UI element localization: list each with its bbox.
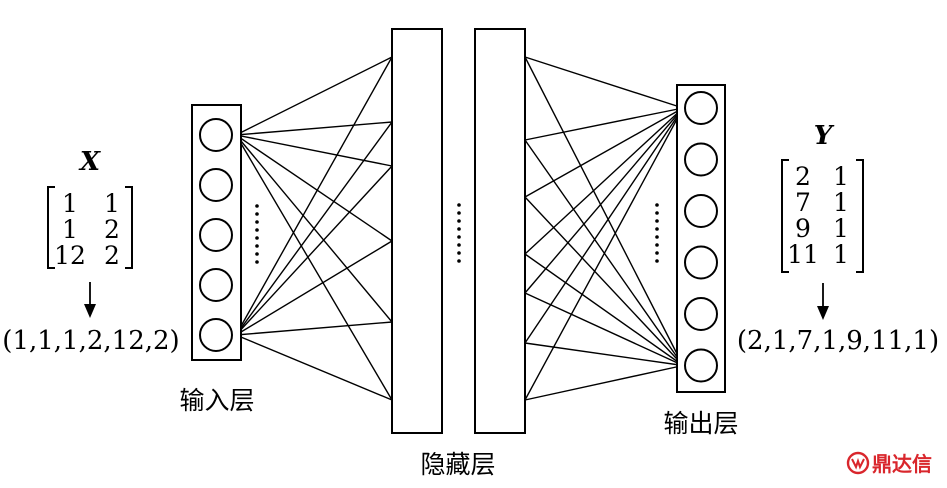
connection-line (235, 134, 393, 242)
output-flattened-vector: (2,1,7,1,9,11,1) (737, 326, 939, 356)
connection-line (524, 107, 684, 255)
input-layer-label: 输入层 (179, 386, 254, 415)
output-matrix-cell: 11 (787, 240, 819, 269)
output-variable-label: Y (814, 121, 835, 151)
connection-line (524, 107, 684, 294)
connection-line (524, 342, 684, 367)
hidden-layer-ellipsis (457, 203, 461, 263)
connection-line (524, 107, 684, 344)
output-matrix-left-bracket (781, 159, 789, 273)
connection-line (524, 253, 684, 367)
input-matrix-cell: 12 (54, 241, 86, 270)
input-matrix-right-bracket (125, 186, 133, 269)
connection-line (235, 56, 393, 136)
output-node (684, 91, 718, 125)
output-nodes (684, 91, 718, 383)
output-node (684, 142, 718, 177)
output-layer-box (676, 84, 726, 393)
connection-line (524, 56, 684, 366)
watermark-text: 鼎达信 (872, 452, 932, 476)
watermark-logo-icon (846, 451, 870, 475)
connection-line (524, 107, 684, 198)
hidden-layer-label: 隐藏层 (420, 450, 495, 479)
output-layer-label: 输出层 (663, 409, 738, 438)
watermark-logo: 鼎达信 (846, 451, 932, 476)
output-node (684, 245, 718, 280)
input-matrix-cell: 2 (104, 215, 120, 244)
input-matrix-left-bracket (47, 186, 55, 269)
connection-line (524, 364, 684, 401)
input-matrix-cell: 1 (104, 189, 120, 218)
connection-line (235, 165, 393, 336)
connection-line (235, 240, 393, 336)
input-nodes (199, 118, 233, 352)
input-node (199, 168, 233, 202)
connection-line (235, 134, 393, 167)
output-matrix-cell: 1 (833, 214, 849, 243)
connection-line (524, 196, 684, 366)
input-node (199, 318, 233, 352)
input-matrix-cell: 2 (104, 241, 120, 270)
connection-line (235, 121, 393, 336)
connection-line (235, 121, 393, 136)
connection-line (235, 56, 393, 336)
hidden-layer-box-left (391, 28, 443, 434)
connection-line (524, 292, 684, 367)
connection-line (235, 134, 393, 401)
connection-line (235, 334, 393, 401)
connection-line (524, 56, 684, 109)
output-node-ellipsis (655, 203, 659, 263)
output-node (684, 297, 718, 331)
output-matrix-cell: 1 (833, 188, 849, 217)
connection-line (524, 107, 684, 401)
input-node (199, 268, 233, 302)
output-matrix-cell: 2 (795, 162, 811, 191)
connection-line (524, 139, 684, 366)
output-matrix-cell: 1 (833, 162, 849, 191)
output-matrix-cell: 9 (795, 214, 811, 243)
input-arrow-head (84, 304, 96, 318)
output-matrix-right-bracket (856, 159, 864, 273)
connection-line (235, 321, 393, 336)
output-arrow-head (817, 306, 829, 320)
input-flattened-vector: (1,1,1,2,12,2) (2, 326, 179, 356)
connection-line (524, 107, 684, 141)
output-matrix-cell: 1 (833, 240, 849, 269)
connections (235, 56, 684, 401)
input-matrix-cell: 1 (62, 215, 78, 244)
output-matrix-cell: 7 (795, 188, 811, 217)
input-node (199, 218, 233, 252)
input-node (199, 118, 233, 152)
input-node-ellipsis (255, 204, 259, 264)
output-node (684, 194, 718, 228)
hidden-layer-box-right (474, 28, 526, 434)
input-matrix-cell: 1 (62, 189, 78, 218)
input-variable-label: X (78, 147, 102, 177)
output-node (684, 348, 718, 383)
